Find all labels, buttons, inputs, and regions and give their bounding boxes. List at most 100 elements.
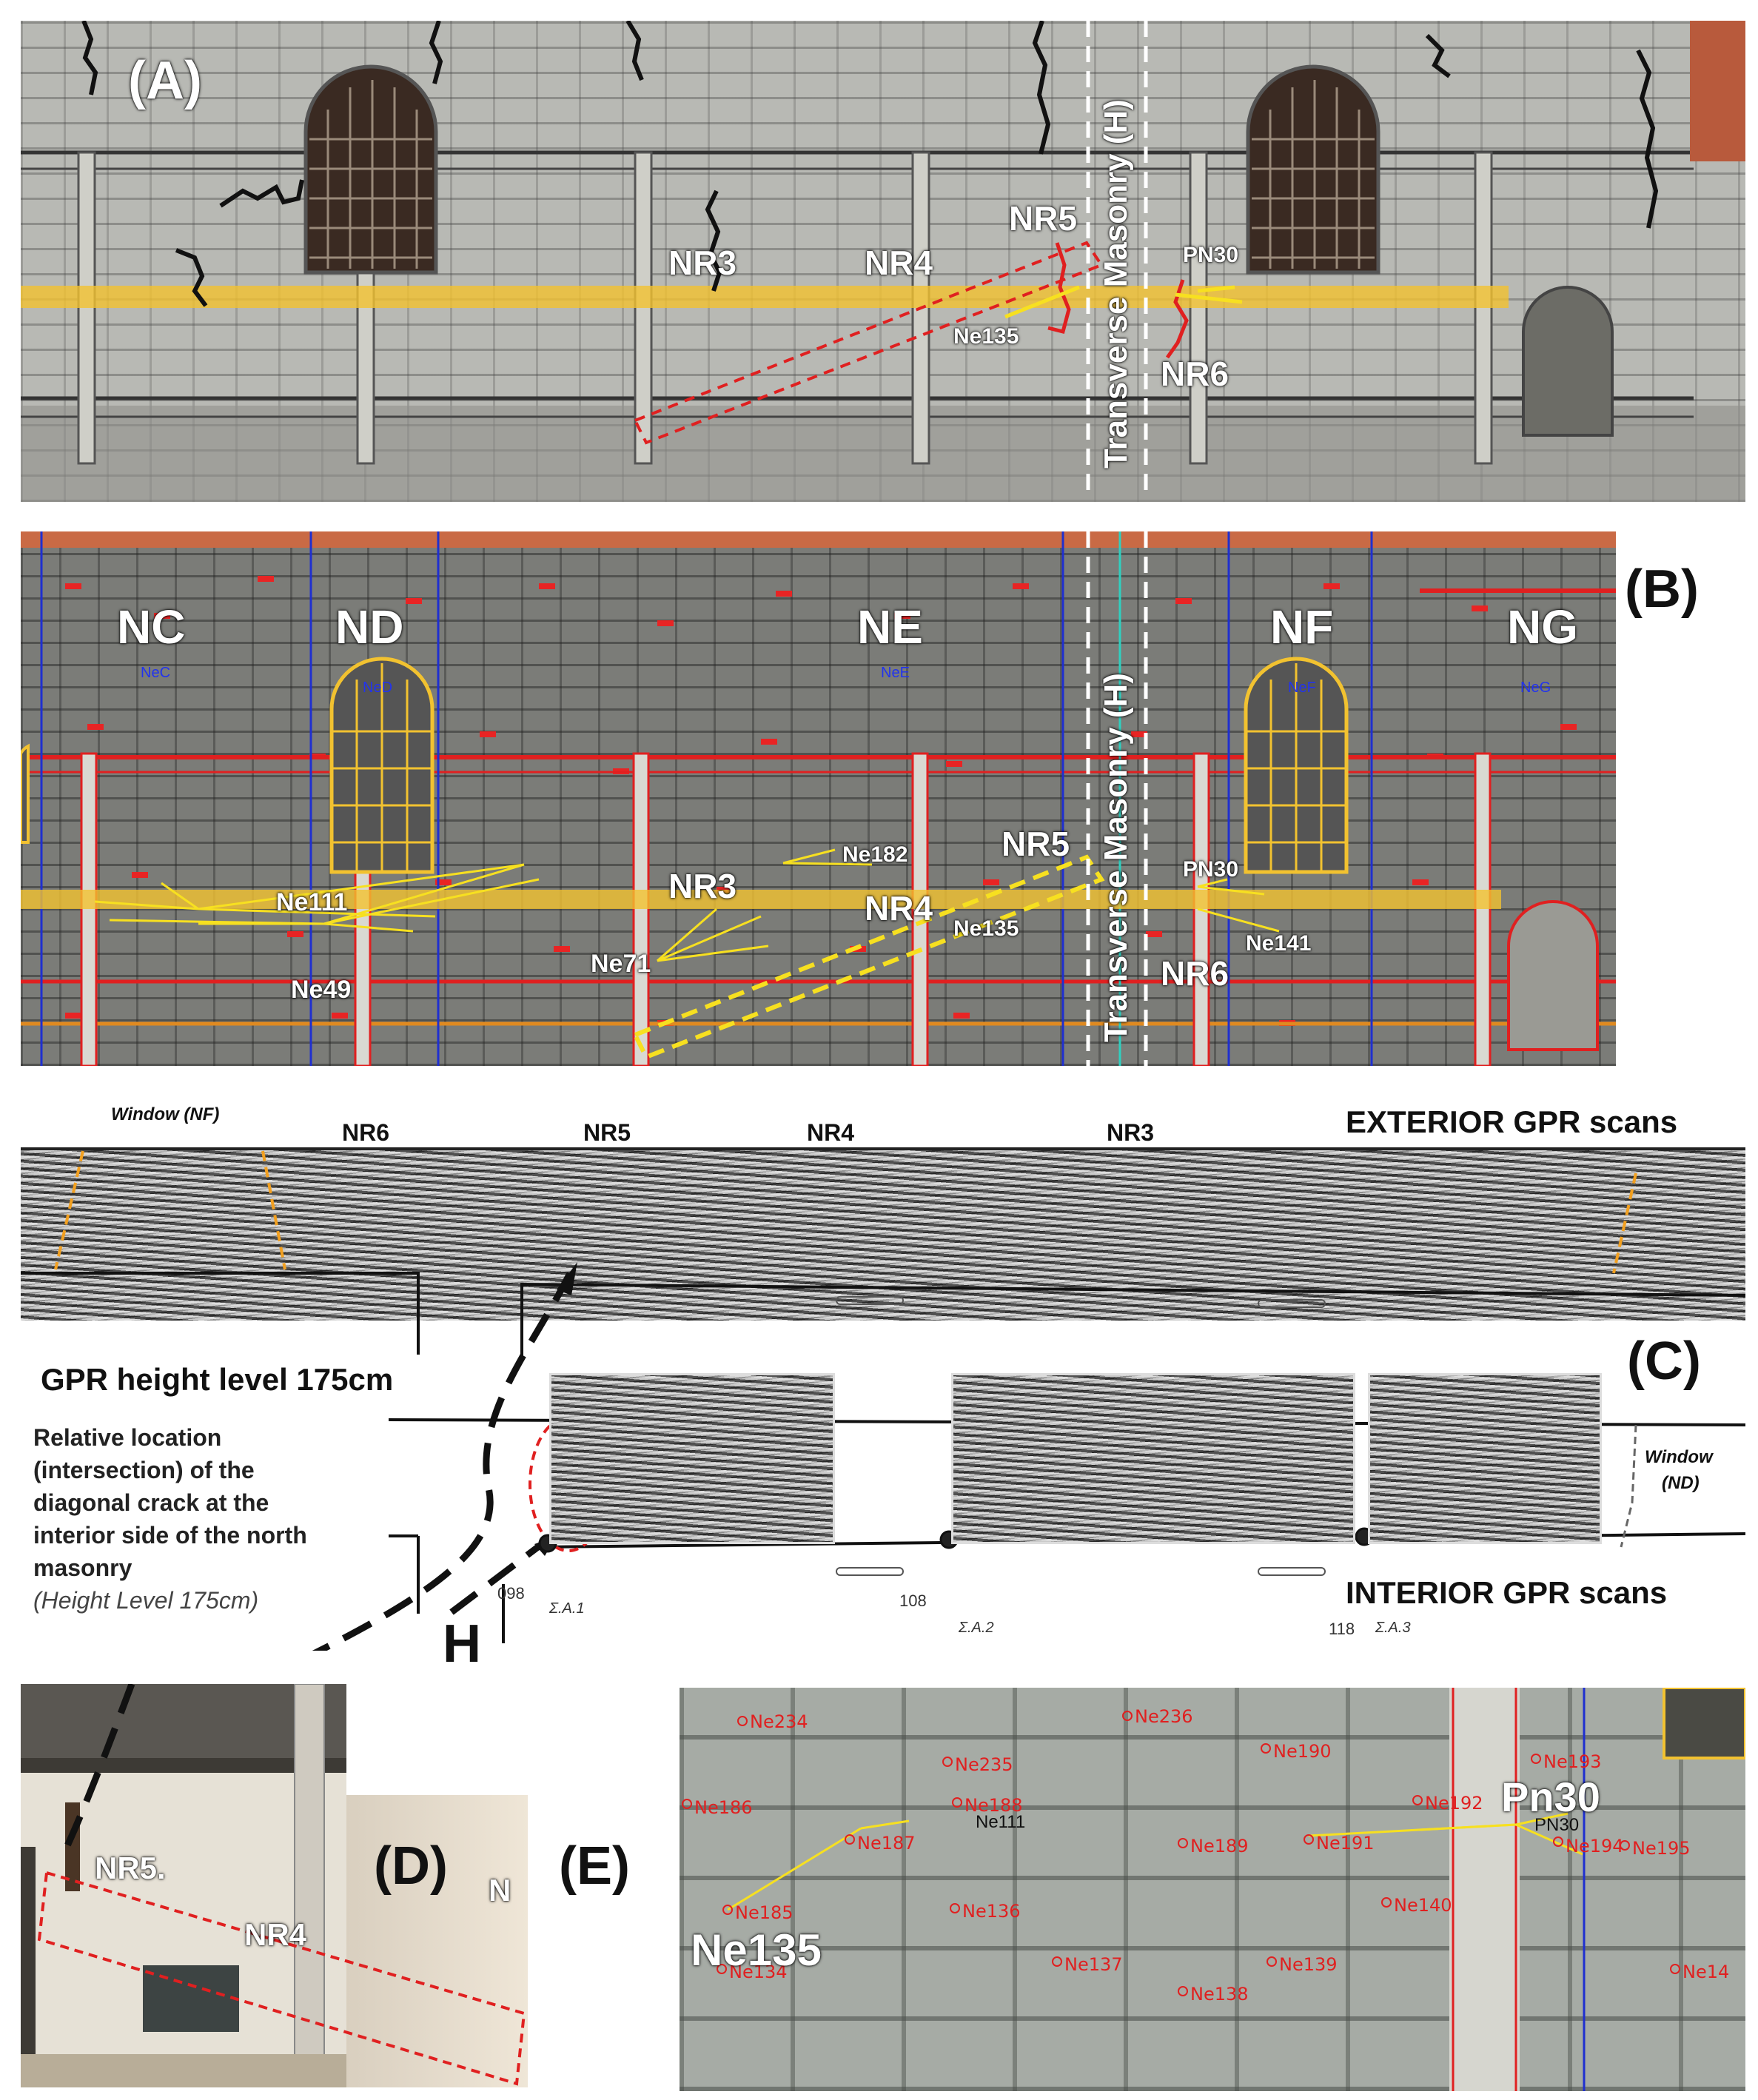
note-line-4: interior side of the north [33,1522,307,1549]
panel-a-facade: (A) NR3 NR4 NR5 NR6 Ne135 PN30 Transvers… [21,21,1745,502]
panel-a-nr3: NR3 [668,244,737,282]
pt-ne236: Ne236 [1135,1706,1193,1727]
panel-b-section-ne: NE [857,600,923,654]
exterior-gpr-title: EXTERIOR GPR scans [1346,1104,1678,1139]
interior-radargram-3 [1368,1373,1602,1544]
window-nd-label-2: (ND) [1662,1473,1700,1493]
interior-radargram-2 [951,1373,1355,1544]
panel-a-nr4: NR4 [865,244,933,282]
gpr-height-level-label: GPR height level 175cm [41,1362,394,1397]
pt-ne187: Ne187 [857,1833,916,1854]
panel-b-nr5: NR5 [1002,825,1070,863]
panel-d-photo-inset [346,1795,528,2087]
panel-e-pn30-black: PN30 [1534,1815,1580,1835]
panel-d-overlay [37,1684,526,2086]
pt-ne186: Ne186 [694,1797,753,1818]
panel-b-tag: (B) [1625,560,1699,619]
note-line-5: masonry [33,1554,132,1581]
pt-ne140: Ne140 [1394,1895,1452,1916]
panel-b-ne71: Ne71 [591,950,651,978]
pt-ne191: Ne191 [1316,1833,1375,1854]
pt-ne138: Ne138 [1190,1984,1249,2005]
panel-b-section-ng: NG [1507,600,1578,654]
pt-ne136: Ne136 [962,1901,1021,1922]
sa-1: Σ.Α.1 [549,1600,585,1617]
scan-label-nr3: NR3 [1107,1119,1155,1146]
panel-d-nr5: NR5. [95,1851,166,1885]
panel-b-nr3: NR3 [668,867,737,905]
panel-e-closeup: Ne234 Ne236 Ne235 Ne190 Ne193 Ne186 Ne18… [680,1688,1745,2091]
panel-b-ned: NeD [363,680,393,696]
note-italic: (Height Level 175cm) [33,1587,259,1614]
panel-b-section-nc: NC [117,600,186,654]
panel-e-pn30-big: Pn30 [1501,1774,1600,1820]
panel-b-ne111: Ne111 [276,888,348,916]
panel-a-transverse-label: Transverse Masonry (H) [1098,99,1134,469]
panel-b-nec: NeC [141,665,171,681]
note-line-3: diagonal crack at the [33,1489,269,1516]
crack-intersection-note: Relative location (intersection) of the … [33,1421,381,1617]
panel-a-nr5: NR5 [1009,199,1078,238]
panel-a-ne135: Ne135 [953,324,1019,349]
panel-d-photo [21,1684,346,2087]
pt-ne192: Ne192 [1425,1793,1483,1814]
panel-b-ne49: Ne49 [291,976,352,1004]
pt-ne190: Ne190 [1273,1741,1332,1762]
panel-a-nr6: NR6 [1161,355,1229,393]
panel-b-transverse-label: Transverse Masonry (H) [1098,673,1134,1042]
scan-label-nr5: NR5 [583,1119,631,1146]
panel-c-tag: (C) [1627,1332,1701,1391]
panel-d-n: N [489,1873,511,1908]
pt-ne194: Ne194 [1566,1836,1624,1856]
panel-b-section-nf: NF [1270,600,1334,654]
panel-e-ne135-big: Ne135 [691,1925,822,1975]
note-line-2: (intersection) of the [33,1457,255,1483]
pt-ne185: Ne185 [735,1902,794,1923]
pt-ne195: Ne195 [1632,1838,1691,1859]
panel-e-drawing [682,1688,1745,2091]
window-nd-label-1: Window [1645,1447,1713,1467]
panel-b-nee: NeE [881,665,910,681]
panel-b-nr6: NR6 [1161,954,1229,993]
panel-a-pn30: PN30 [1183,243,1239,267]
panel-b-nef: NeF [1288,680,1316,696]
panel-d-nr4: NR4 [244,1917,307,1952]
scan-label-nr6: NR6 [342,1119,390,1146]
window-nf-label: Window (NF) [111,1104,220,1124]
pt-ne189: Ne189 [1190,1836,1249,1856]
window-nf [1246,64,1380,275]
interior-radargram-1 [549,1373,835,1544]
panel-b-pn30: PN30 [1183,857,1239,882]
panel-b-nr4: NR4 [865,889,933,927]
panel-e-ne111-black: Ne111 [976,1812,1026,1832]
mark-098: 098 [497,1584,525,1603]
scan-label-nr4: NR4 [807,1119,855,1146]
panel-b-ne141: Ne141 [1246,931,1312,956]
pt-ne134: Ne134 [729,1962,788,1982]
note-line-1: Relative location [33,1424,222,1451]
window-nd [303,64,438,275]
panel-e-tag: (E) [559,1836,630,1896]
panel-b-ne135: Ne135 [953,916,1019,941]
panel-b-drawing [21,531,1616,1066]
panel-b-facade: NC ND NE NF NG NeC NeD NeE NeF NeG Ne111… [21,531,1616,1066]
pt-ne188: Ne188 [964,1795,1023,1816]
pt-ne234: Ne234 [750,1711,808,1732]
panel-a-tag: (A) [128,51,202,110]
pt-ne139: Ne139 [1279,1954,1338,1975]
mark-118: 118 [1329,1620,1355,1638]
panel-b-section-nd: ND [335,600,404,654]
panel-b-ne182: Ne182 [842,842,908,867]
panel-c-gpr: Window (NF) NR6 NR5 NR4 NR3 EXTERIOR GPR… [0,1073,1758,1674]
panel-a-drawing [21,21,1745,502]
h-label: H [443,1614,481,1674]
pt-ne137: Ne137 [1064,1954,1123,1975]
panel-b-neg: NeG [1520,680,1551,696]
interior-gpr-title: INTERIOR GPR scans [1346,1575,1668,1610]
pt-ne235: Ne235 [955,1754,1013,1775]
mark-108: 108 [899,1591,927,1610]
pt-ne14x: Ne14 [1682,1962,1730,1982]
sa-2: Σ.Α.2 [959,1620,994,1636]
panel-d-tag: (D) [374,1836,448,1896]
pt-ne193: Ne193 [1543,1751,1602,1772]
